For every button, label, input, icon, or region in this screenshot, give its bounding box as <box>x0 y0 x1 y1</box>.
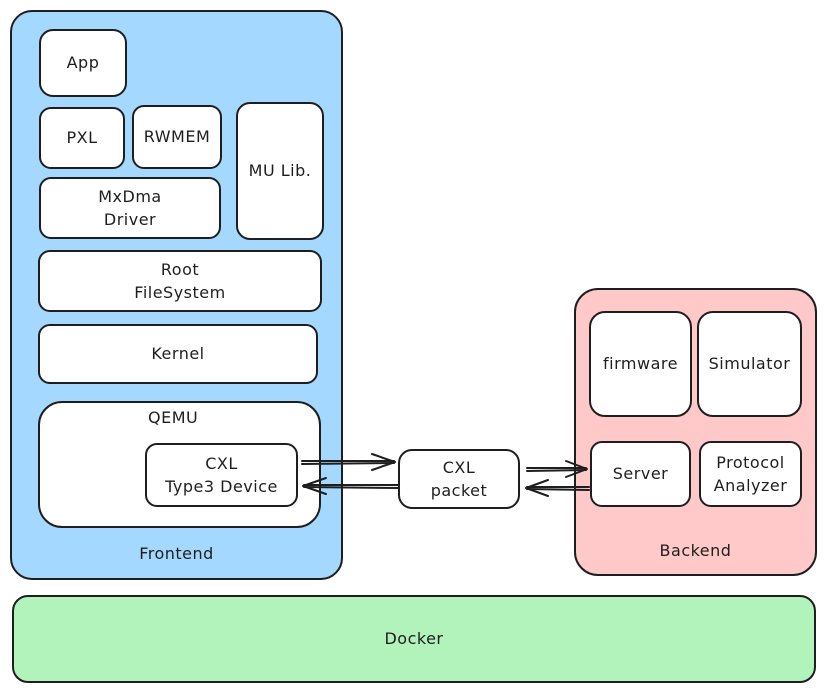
docker-box: Docker <box>12 595 816 683</box>
frontend-label: Frontend <box>139 544 214 563</box>
arrowhead-packet-to-device <box>302 477 327 495</box>
arrowhead-server-to-packet <box>525 479 549 497</box>
qemu-label: QEMU <box>148 408 199 427</box>
arrowhead-device-to-packet <box>371 453 396 471</box>
cxl-packet-box: CXL packet <box>398 449 520 509</box>
cxl-type3-device-box: CXL Type3 Device <box>145 443 298 507</box>
arrowhead-packet-to-server <box>565 460 588 478</box>
pxl-box: PXL <box>39 107 125 169</box>
protocol-analyzer-box: Protocol Analyzer <box>699 441 802 507</box>
server-box: Server <box>590 441 691 507</box>
backend-label: Backend <box>659 541 732 560</box>
simulator-box: Simulator <box>697 311 802 417</box>
rwmem-box: RWMEM <box>132 105 222 169</box>
mxdma-driver-box: MxDma Driver <box>39 177 221 239</box>
firmware-box: firmware <box>589 311 692 417</box>
kernel-box: Kernel <box>38 324 318 384</box>
mu-lib-box: MU Lib. <box>236 102 324 240</box>
app-box: App <box>39 29 127 97</box>
root-filesystem-box: Root FileSystem <box>38 250 322 312</box>
